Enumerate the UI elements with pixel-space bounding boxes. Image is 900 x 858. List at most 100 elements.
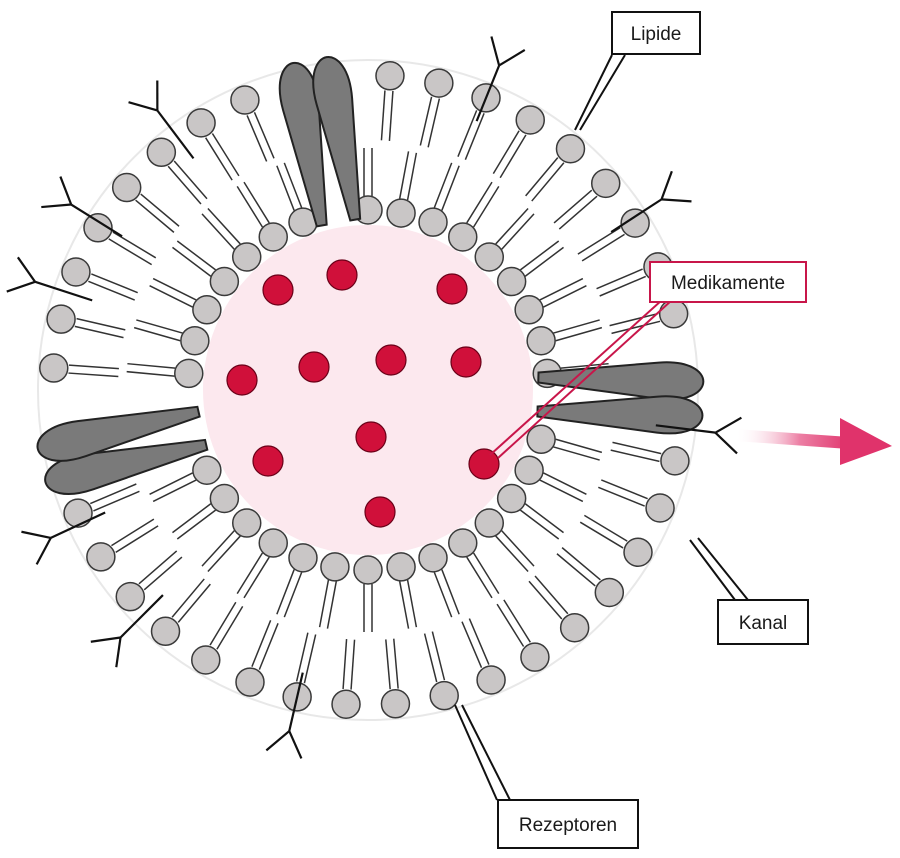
lipid-tail xyxy=(433,572,453,618)
lipid-tail xyxy=(236,552,264,595)
receptor-icon xyxy=(41,176,123,238)
lipid-tail xyxy=(108,238,153,266)
lipid-head xyxy=(61,257,91,287)
lipid-tail xyxy=(561,547,601,581)
lipid-head xyxy=(594,577,625,608)
lipid-tail xyxy=(303,634,317,684)
lipid-tail xyxy=(143,556,183,591)
lipid-tail xyxy=(176,509,217,540)
lipid-head xyxy=(209,483,240,514)
lipid-tail xyxy=(246,115,268,162)
label-drugs: Medikamente xyxy=(671,273,785,294)
lipid-tail xyxy=(499,134,527,179)
lipid-head xyxy=(150,616,181,647)
drug-particle xyxy=(364,496,396,528)
lipid-tail xyxy=(466,556,493,599)
channel-icon xyxy=(536,395,704,435)
callout-drugs: Medikamente xyxy=(489,261,807,459)
lipid-tail xyxy=(553,446,600,461)
lipid-tail xyxy=(176,240,217,271)
receptor-icon xyxy=(610,170,692,233)
lipid-tail xyxy=(612,441,662,455)
lipid-head xyxy=(418,543,448,573)
channel-icon xyxy=(36,405,201,462)
drug-particles xyxy=(226,259,500,528)
receptor-icon xyxy=(128,80,195,160)
lipid-tail xyxy=(342,639,348,690)
lipid-tail xyxy=(406,579,418,628)
lipid-head xyxy=(86,542,116,572)
inner-lipid-heads xyxy=(174,195,562,585)
lipid-tail xyxy=(201,530,235,567)
lipid-tail xyxy=(524,246,564,277)
lipid-tail xyxy=(385,639,391,690)
receptor-icon xyxy=(21,511,106,565)
lipid-tail xyxy=(126,370,175,377)
membrane-channels xyxy=(36,55,705,495)
lipid-tail xyxy=(423,633,438,683)
lipid-tail xyxy=(258,623,279,670)
lipid-head xyxy=(448,528,478,558)
lipid-tail xyxy=(419,96,433,146)
lipid-tail xyxy=(406,152,418,201)
drug-particle xyxy=(226,364,258,396)
lipid-tail xyxy=(140,193,180,227)
lipid-tail xyxy=(611,320,661,335)
lipid-head xyxy=(231,242,262,272)
lipid-tail xyxy=(472,185,500,228)
lipid-tail xyxy=(464,113,485,160)
lipid-head xyxy=(191,645,221,675)
lipid-tails xyxy=(68,90,662,690)
lipid-tail xyxy=(579,521,624,549)
lipid-tail xyxy=(555,326,603,342)
lipid-tail xyxy=(596,268,643,290)
lipid-head xyxy=(230,85,260,115)
lipid-head xyxy=(186,108,216,138)
lipid-tail xyxy=(495,535,529,573)
lipid-tail xyxy=(468,618,490,665)
lipid-tail xyxy=(68,372,119,378)
lipid-tail xyxy=(553,319,600,334)
lipid-tail xyxy=(519,240,560,271)
lipid-head xyxy=(474,242,505,272)
lipid-tail xyxy=(503,599,532,643)
lipid-tail xyxy=(583,514,628,542)
lipid-tail xyxy=(167,165,202,205)
channel-icon xyxy=(312,55,362,222)
lipid-head xyxy=(555,133,586,164)
lipid-head xyxy=(331,689,361,719)
lipid-tail xyxy=(111,518,155,547)
lipid-tail xyxy=(543,472,587,495)
lipid-tail xyxy=(115,525,159,554)
lipid-tail xyxy=(393,638,399,689)
drug-particle xyxy=(375,344,407,376)
lipid-tail xyxy=(539,479,584,503)
lipid-tail xyxy=(283,572,303,618)
label-lipids: Lipide xyxy=(631,24,682,45)
callout-lipids: Lipide xyxy=(574,11,701,131)
lipid-head xyxy=(386,552,416,582)
drug-particle xyxy=(355,421,387,453)
liposome-core xyxy=(203,225,533,555)
lipid-head xyxy=(620,208,650,238)
lipid-head xyxy=(146,137,177,168)
lipid-tail xyxy=(610,449,660,463)
lipid-tail xyxy=(152,277,197,301)
lipid-head xyxy=(288,543,318,573)
lipid-tail xyxy=(581,233,625,262)
lipid-tail xyxy=(525,157,559,197)
lipid-tail xyxy=(283,162,303,208)
lipid-tail xyxy=(501,213,535,250)
lipid-head xyxy=(418,207,448,237)
lipid-tail xyxy=(173,160,208,200)
drug-particle xyxy=(262,274,294,306)
lipid-tail xyxy=(492,130,520,175)
lipid-head xyxy=(258,528,288,558)
receptor-icon xyxy=(655,416,742,455)
callout-receptors: Rezeptoren xyxy=(454,704,639,849)
lipid-tail xyxy=(431,631,446,681)
lipid-tail xyxy=(253,111,275,159)
lipid-tail xyxy=(133,326,181,342)
lipid-head xyxy=(429,680,459,711)
lipid-tail xyxy=(88,280,135,301)
